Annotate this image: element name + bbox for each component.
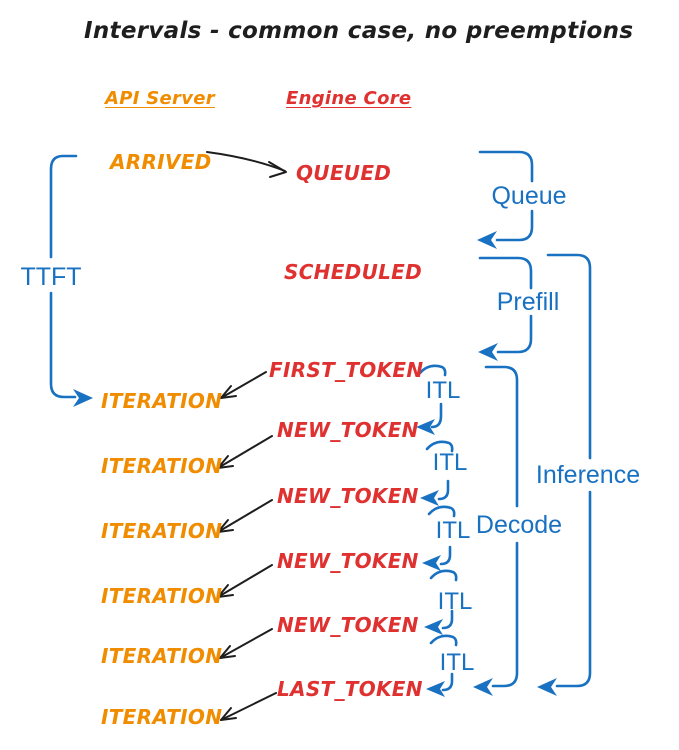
interval-label-itl-5: ITL	[439, 649, 475, 676]
interval-label-inference: Inference	[535, 461, 641, 489]
decode-arrowhead-icon	[473, 678, 493, 696]
itl-arrowhead-icon	[426, 681, 445, 697]
itl-arrowhead-icon	[420, 490, 439, 506]
event-iteration-5: ITERATION	[101, 644, 223, 668]
event-scheduled: SCHEDULED	[284, 260, 423, 284]
interval-label-itl-4: ITL	[437, 588, 473, 615]
diagram-title: Intervals - common case, no preemptions	[84, 18, 634, 44]
interval-label-itl-1: ITL	[425, 377, 461, 404]
event-new-token-1: NEW_TOKEN	[277, 418, 419, 442]
ttft-bracket	[49, 154, 93, 407]
event-arrived: ARRIVED	[110, 150, 212, 174]
interval-label-itl-3: ITL	[435, 517, 471, 544]
arrow-last-token-to-iteration	[220, 692, 277, 721]
event-first-token: FIRST_TOKEN	[269, 358, 424, 382]
prefill-bracket	[478, 256, 533, 361]
column-header-api-server: API Server	[105, 88, 215, 109]
itl-connector-1	[416, 364, 447, 435]
arrow-new-token-1-to-iteration	[217, 435, 273, 469]
itl-connector-5	[426, 634, 458, 697]
event-new-token-3: NEW_TOKEN	[277, 549, 419, 573]
inference-arrowhead-icon	[537, 678, 557, 696]
decode-bracket	[473, 365, 519, 696]
arrow-first-token-to-iteration	[220, 371, 267, 399]
inference-bracket	[537, 253, 592, 696]
interval-label-queue: Queue	[491, 182, 567, 210]
itl-connector-3	[422, 505, 456, 571]
event-last-token: LAST_TOKEN	[277, 677, 423, 701]
event-new-token-2: NEW_TOKEN	[277, 484, 419, 508]
queue-bracket	[477, 150, 534, 249]
interval-label-prefill: Prefill	[496, 288, 560, 316]
column-header-engine-core: Engine Core	[286, 88, 412, 109]
itl-connector-4	[424, 569, 458, 635]
event-iteration-4: ITERATION	[101, 584, 223, 608]
arrow-new-token-4-to-iteration	[219, 628, 273, 659]
event-new-token-4: NEW_TOKEN	[277, 613, 419, 637]
itl-arrowhead-icon	[424, 619, 443, 635]
interval-label-ttft: TTFT	[20, 263, 82, 291]
itl-arrowhead-icon	[422, 555, 441, 571]
event-iteration-1: ITERATION	[101, 389, 223, 413]
arrow-new-token-2-to-iteration	[217, 499, 273, 533]
event-iteration-6: ITERATION	[101, 705, 223, 729]
arrow-arrived-to-queued	[206, 151, 287, 178]
itl-arrowhead-icon	[416, 419, 435, 435]
event-iteration-2: ITERATION	[101, 454, 223, 478]
prefill-arrowhead-icon	[478, 343, 498, 361]
itl-connector-2	[420, 440, 454, 506]
interval-label-itl-2: ITL	[432, 449, 468, 476]
event-queued: QUEUED	[296, 161, 392, 185]
event-iteration-3: ITERATION	[101, 519, 223, 543]
interval-label-decode: Decode	[475, 511, 563, 539]
ttft-arrowhead-icon	[73, 389, 93, 407]
queue-arrowhead-icon	[477, 231, 497, 249]
arrow-new-token-3-to-iteration	[217, 564, 273, 598]
